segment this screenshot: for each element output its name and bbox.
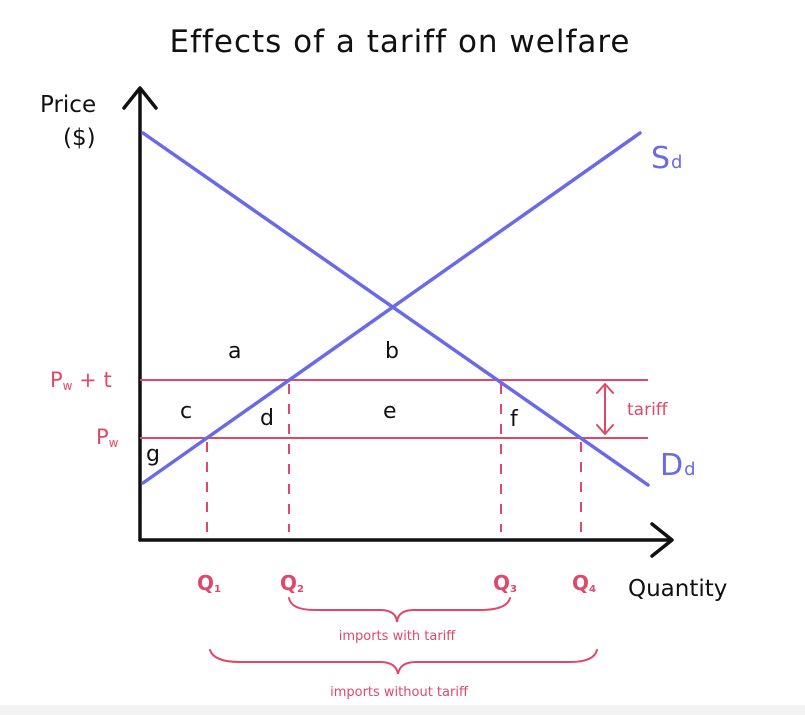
demand-curve — [141, 131, 650, 487]
bottom-scroll-strip — [0, 705, 805, 715]
q2-label: Q2 — [280, 571, 304, 595]
area-b-label: b — [385, 339, 399, 364]
area-a-label: a — [228, 339, 241, 364]
tariff-label: tariff — [627, 400, 669, 420]
supply-label: Sd — [651, 141, 682, 176]
pw-plus-t-label: Pw + t — [50, 368, 112, 393]
axes — [122, 86, 674, 558]
area-f-label: f — [510, 407, 519, 432]
x-axis-arrow-icon — [650, 522, 674, 558]
diagram-title: Effects of a tariff on welfare — [169, 24, 630, 60]
demand-label: Dd — [660, 448, 696, 483]
area-c-label: c — [180, 399, 192, 424]
y-axis-label-line2: ($) — [63, 125, 96, 151]
area-e-label: e — [383, 399, 397, 424]
imports-without-tariff-label: imports without tariff — [330, 685, 469, 700]
quantity-guides — [206, 384, 582, 532]
imports-with-tariff-brace — [288, 597, 511, 623]
area-g-label: g — [146, 442, 160, 467]
imports-without-tariff-brace — [209, 649, 598, 675]
q3-label: Q3 — [493, 571, 517, 595]
x-axis-label: Quantity — [628, 576, 727, 602]
tariff-double-arrow-icon — [596, 383, 614, 435]
area-d-label: d — [260, 406, 274, 431]
pw-label: Pw — [96, 425, 119, 450]
y-axis-label-line1: Price — [40, 92, 96, 118]
imports-with-tariff-label: imports with tariff — [339, 629, 457, 644]
q4-label: Q4 — [572, 571, 596, 595]
y-axis-arrow-icon — [122, 86, 158, 110]
q1-label: Q1 — [197, 571, 221, 595]
